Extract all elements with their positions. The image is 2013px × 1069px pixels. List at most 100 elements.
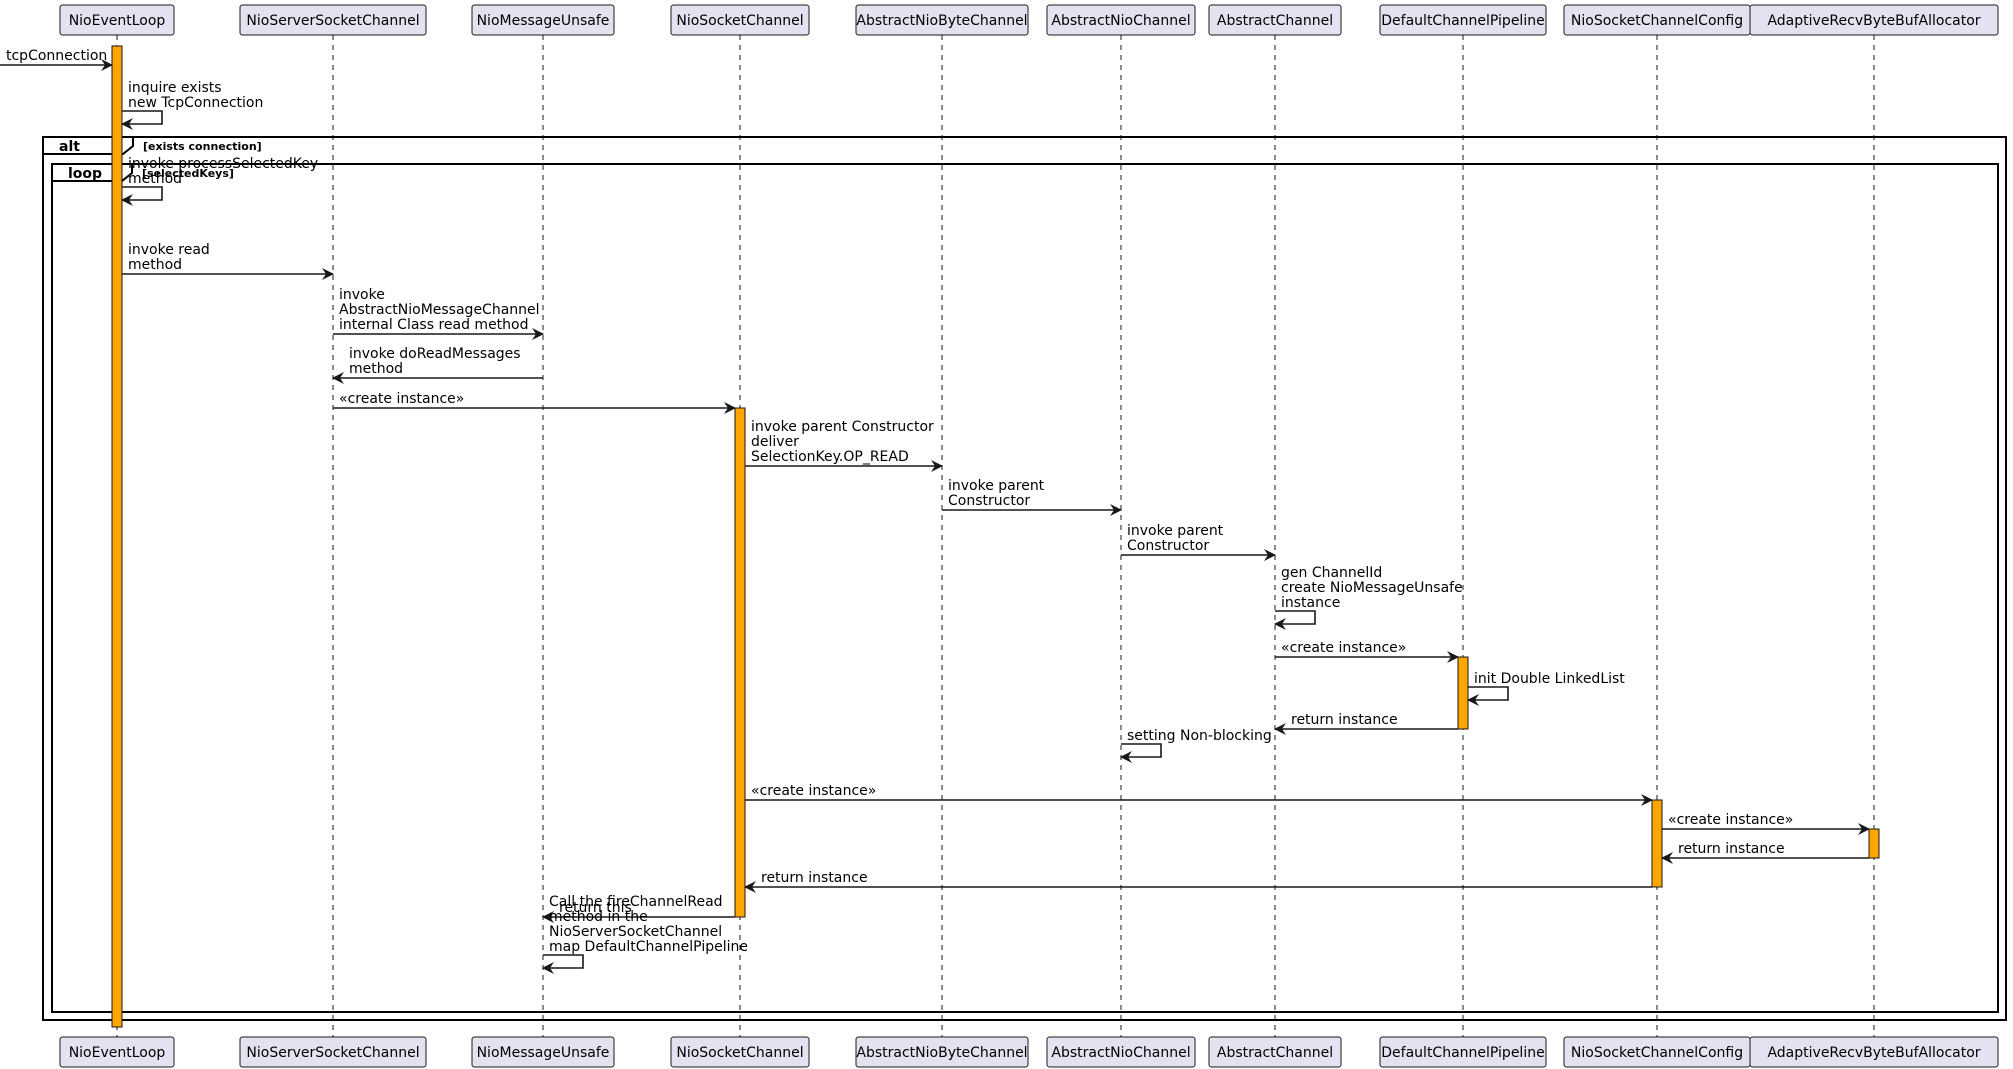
participant-name: AbstractChannel bbox=[1217, 13, 1333, 29]
message-label: return instance bbox=[1291, 712, 1398, 728]
participant-bottom-p1: NioServerSocketChannel bbox=[239, 1036, 427, 1068]
message-label: invoke parent Constructor bbox=[751, 419, 934, 435]
message-19: return this bbox=[542, 900, 735, 923]
participant-name: NioSocketChannel bbox=[676, 13, 803, 29]
participant-name: NioSocketChannelConfig bbox=[1571, 1045, 1743, 1061]
participant-name: AdaptiveRecvByteBufAllocator bbox=[1767, 1045, 1980, 1061]
message-label: inquire exists bbox=[128, 80, 222, 96]
message-label: SelectionKey.OP_READ bbox=[751, 449, 909, 465]
participant-name: AbstractNioByteChannel bbox=[856, 1045, 1027, 1061]
message-label: «create instance» bbox=[1668, 812, 1793, 828]
message-label: deliver bbox=[751, 434, 799, 450]
message-15: «create instance» bbox=[745, 783, 1653, 806]
message-label: instance bbox=[1281, 595, 1340, 611]
participant-name: NioMessageUnsafe bbox=[477, 13, 610, 29]
message-7: invoke parent ConstructordeliverSelectio… bbox=[745, 419, 943, 472]
activation-p7 bbox=[1457, 656, 1469, 730]
participant-name: NioServerSocketChannel bbox=[246, 13, 419, 29]
message-4: invokeAbstractNioMessageChannelinternal … bbox=[333, 287, 544, 340]
participant-bottom-p0: NioEventLoop bbox=[59, 1036, 175, 1068]
message-label: return this bbox=[559, 900, 632, 916]
participant-name: AbstractChannel bbox=[1217, 1045, 1333, 1061]
message-label: internal Class read method bbox=[339, 317, 529, 333]
participant-bottom-p7: DefaultChannelPipeline bbox=[1379, 1036, 1547, 1068]
message-10: gen ChannelId create NioMessageUnsafeins… bbox=[1274, 565, 1463, 630]
message-6: «create instance» bbox=[333, 391, 736, 414]
message-label: return instance bbox=[1678, 841, 1785, 857]
participant-bottom-p4: AbstractNioByteChannel bbox=[855, 1036, 1029, 1068]
participant-top-p9: AdaptiveRecvByteBufAllocator bbox=[1749, 4, 1999, 36]
participant-name: DefaultChannelPipeline bbox=[1381, 13, 1544, 29]
message-label: invoke bbox=[339, 287, 385, 303]
participant-top-p6: AbstractChannel bbox=[1208, 4, 1342, 36]
message-label: Call the fireChannelRead bbox=[549, 894, 723, 910]
message-label: «create instance» bbox=[339, 391, 464, 407]
participant-name: NioSocketChannelConfig bbox=[1571, 13, 1743, 29]
fragment-keyword: loop bbox=[68, 166, 102, 182]
message-label: «create instance» bbox=[1281, 640, 1406, 656]
message-label: method bbox=[349, 361, 403, 377]
message-label: method bbox=[128, 257, 182, 273]
message-label: method bbox=[128, 171, 182, 187]
activation-p3 bbox=[734, 407, 746, 918]
participant-name: NioMessageUnsafe bbox=[477, 1045, 610, 1061]
fragment-guard: [exists connection] bbox=[143, 140, 262, 153]
participant-bottom-p6: AbstractChannel bbox=[1208, 1036, 1342, 1068]
participant-name: AbstractNioChannel bbox=[1051, 13, 1190, 29]
participant-bottom-p5: AbstractNioChannel bbox=[1046, 1036, 1196, 1068]
participant-top-p1: NioServerSocketChannel bbox=[239, 4, 427, 36]
message-label: init Double LinkedList bbox=[1474, 671, 1625, 687]
participant-name: NioEventLoop bbox=[69, 1045, 166, 1061]
message-label: new TcpConnection bbox=[128, 95, 263, 111]
participant-name: NioSocketChannel bbox=[676, 1045, 803, 1061]
participant-top-p7: DefaultChannelPipeline bbox=[1379, 4, 1547, 36]
message-label: invoke parent bbox=[948, 478, 1045, 494]
message-label: AbstractNioMessageChannel bbox=[339, 302, 540, 318]
activation-p9 bbox=[1868, 828, 1880, 859]
participant-top-p2: NioMessageUnsafe bbox=[471, 4, 615, 36]
message-20: Call the fireChannelRead method in theNi… bbox=[542, 894, 748, 974]
message-label: tcpConnection bbox=[6, 48, 107, 64]
message-label: invoke parent bbox=[1127, 523, 1224, 539]
participant-top-p5: AbstractNioChannel bbox=[1046, 4, 1196, 36]
message-label: «create instance» bbox=[751, 783, 876, 799]
message-label: create NioMessageUnsafe bbox=[1281, 580, 1463, 596]
participant-name: NioEventLoop bbox=[69, 13, 166, 29]
participant-top-p8: NioSocketChannelConfig bbox=[1563, 4, 1751, 36]
activation-p8 bbox=[1651, 799, 1663, 888]
message-14: setting Non-blocking bbox=[1120, 728, 1272, 763]
message-13: return instance bbox=[1274, 712, 1458, 735]
participant-top-p3: NioSocketChannel bbox=[670, 4, 810, 36]
message-label: return instance bbox=[761, 870, 868, 886]
fragment-keyword: alt bbox=[59, 139, 80, 155]
message-label: Constructor bbox=[948, 493, 1030, 509]
participant-bottom-p9: AdaptiveRecvByteBufAllocator bbox=[1749, 1036, 1999, 1068]
fragment-guard: [selectedKeys] bbox=[142, 167, 234, 180]
message-label: NioServerSocketChannel bbox=[549, 924, 722, 940]
message-18: return instance bbox=[744, 870, 1652, 893]
message-0: tcpConnection bbox=[0, 48, 113, 71]
participant-bottom-p3: NioSocketChannel bbox=[670, 1036, 810, 1068]
message-11: «create instance» bbox=[1275, 640, 1459, 663]
participant-top-p4: AbstractNioByteChannel bbox=[855, 4, 1029, 36]
message-label: gen ChannelId bbox=[1281, 565, 1382, 581]
message-17: return instance bbox=[1661, 841, 1869, 864]
participant-name: DefaultChannelPipeline bbox=[1381, 1045, 1544, 1061]
participant-top-p0: NioEventLoop bbox=[59, 4, 175, 36]
fragment-alt: alt [exists connection] bbox=[42, 136, 2007, 1021]
participant-name: AdaptiveRecvByteBufAllocator bbox=[1767, 13, 1980, 29]
message-label: invoke doReadMessages bbox=[349, 346, 521, 362]
message-12: init Double LinkedList bbox=[1467, 671, 1625, 706]
message-16: «create instance» bbox=[1662, 812, 1870, 835]
message-label: map DefaultChannelPipeline bbox=[549, 939, 748, 955]
message-label: setting Non-blocking bbox=[1127, 728, 1272, 744]
message-label: Constructor bbox=[1127, 538, 1209, 554]
participant-name: AbstractNioChannel bbox=[1051, 1045, 1190, 1061]
